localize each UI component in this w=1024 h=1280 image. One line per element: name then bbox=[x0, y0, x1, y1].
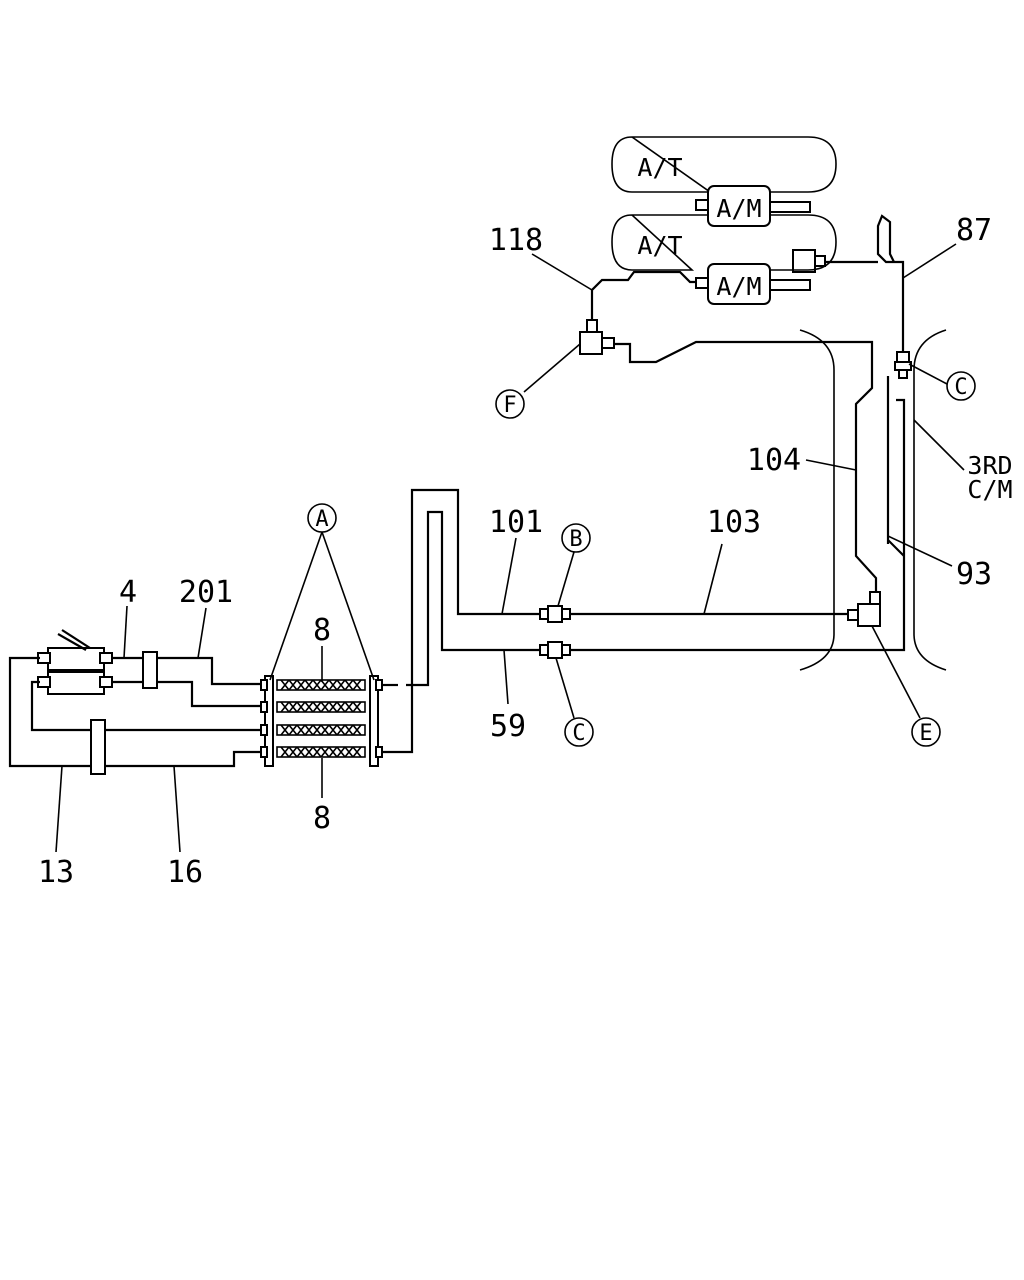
valve-assembly bbox=[37, 629, 113, 695]
part-201-label: 201 bbox=[179, 575, 233, 610]
air-tank-bottom-label: A/T bbox=[637, 231, 682, 260]
leader-lines bbox=[55, 243, 965, 853]
cab-outlines bbox=[799, 329, 947, 671]
part-101-label: 101 bbox=[489, 505, 543, 540]
main-lines bbox=[568, 214, 906, 652]
fittings bbox=[539, 249, 912, 659]
callout-circles bbox=[307, 371, 976, 747]
part-59-label: 59 bbox=[490, 709, 526, 744]
part-104-label: 104 bbox=[747, 443, 801, 478]
third-cm-label-line2: C/M bbox=[967, 475, 1012, 504]
callout-b-label: B bbox=[569, 527, 582, 552]
part-4-label: 4 bbox=[119, 575, 137, 610]
part-103-label: 103 bbox=[707, 505, 761, 540]
part-8-top-label: 8 bbox=[313, 613, 331, 648]
part-8-bottom-label: 8 bbox=[313, 801, 331, 836]
outlet-pipes bbox=[382, 488, 542, 754]
part-16-label: 16 bbox=[167, 855, 203, 890]
air-tank-bottom bbox=[611, 214, 837, 271]
hose-block bbox=[260, 675, 383, 767]
pipe-unions-left bbox=[90, 651, 158, 775]
callout-a-label: A bbox=[315, 507, 328, 532]
callout-f-label: F bbox=[503, 393, 516, 418]
air-master-top-label: A/M bbox=[716, 194, 761, 223]
air-master-top bbox=[695, 185, 811, 227]
air-tank-top bbox=[611, 136, 837, 193]
air-master-bottom bbox=[695, 263, 811, 305]
part-13-label: 13 bbox=[38, 855, 74, 890]
callout-c-upper-label: C bbox=[954, 375, 967, 400]
air-master-bottom-label: A/M bbox=[716, 272, 761, 301]
part-87-label: 87 bbox=[956, 213, 992, 248]
callout-e-label: E bbox=[919, 721, 932, 746]
part-93-label: 93 bbox=[956, 557, 992, 592]
callout-c-lower-label: C bbox=[572, 721, 585, 746]
part-118-label: 118 bbox=[489, 223, 543, 258]
third-cm-label-line1: 3RD bbox=[967, 451, 1012, 480]
air-tank-top-label: A/T bbox=[637, 153, 682, 182]
